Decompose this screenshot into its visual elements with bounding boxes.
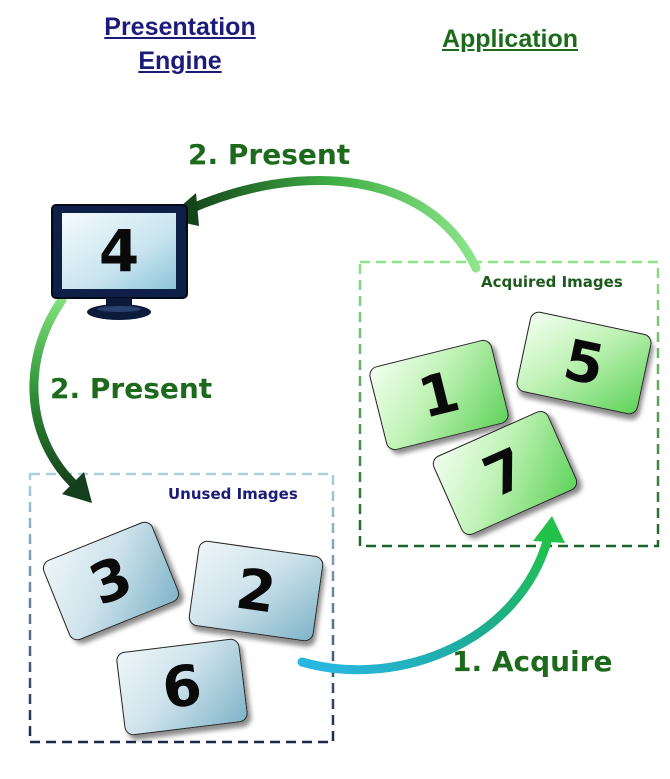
unused-image-card: 6 xyxy=(115,637,249,737)
monitor-icon xyxy=(51,204,188,320)
unused-images-box xyxy=(28,472,335,744)
present-label-top: 2. Present xyxy=(188,138,351,171)
present-arrow-left xyxy=(29,295,92,503)
acquire-label: 1. Acquire xyxy=(452,645,613,678)
monitor-image-number: 4 xyxy=(98,217,140,285)
presentation-engine-header-line1: Presentation xyxy=(104,13,256,41)
presentation-engine-header-line2: Engine xyxy=(138,47,222,75)
unused-images-label: Unused Images xyxy=(168,485,298,503)
presentation-engine-header: Presentation Engine xyxy=(80,10,280,78)
acquired-images-label: Acquired Images xyxy=(481,273,623,291)
present-label-left: 2. Present xyxy=(50,372,213,405)
unused-image-card: 2 xyxy=(187,539,325,643)
acquire-arrow xyxy=(297,516,565,675)
present-arrow-top xyxy=(166,176,481,273)
acquired-images-box xyxy=(358,260,660,548)
application-header: Application xyxy=(441,25,579,53)
